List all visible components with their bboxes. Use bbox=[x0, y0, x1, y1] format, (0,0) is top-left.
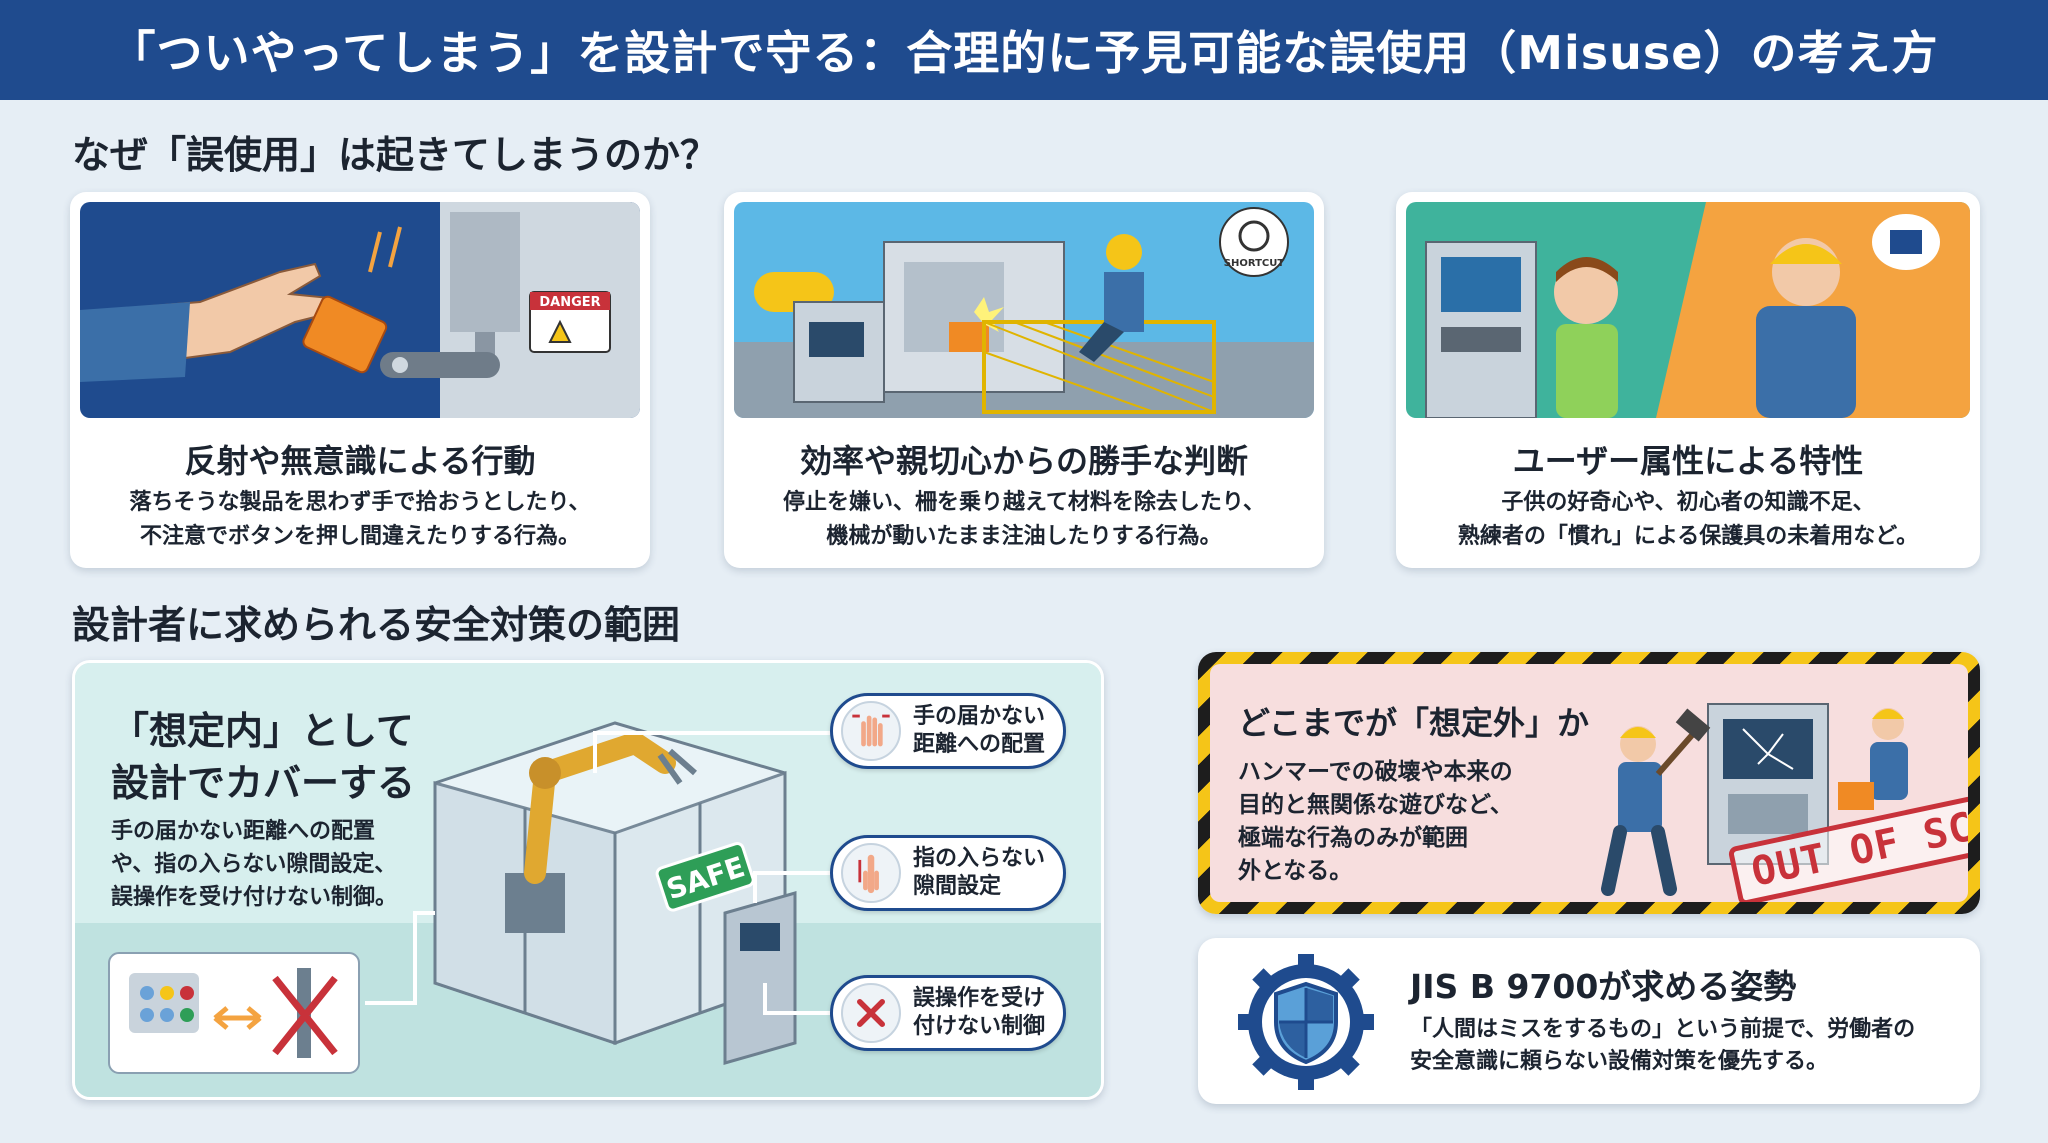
hammer-misuse-illustration bbox=[1601, 703, 1908, 896]
finger-gap-icon bbox=[841, 843, 901, 903]
section-title-why: なぜ「誤使用」は起きてしまうのか？ bbox=[72, 133, 719, 177]
card-title: ユーザー属性による特性 bbox=[1512, 442, 1864, 480]
callout-finger-gap: 指の入らない 隙間設定 bbox=[830, 835, 1066, 911]
page-title: 「ついやってしまう」を設計で守る：合理的に予見可能な誤使用（Misuse）の考え… bbox=[109, 26, 1939, 80]
judgment-illustration: SHORTCUT bbox=[734, 202, 1314, 418]
reflex-illustration: DANGER bbox=[80, 202, 640, 418]
page-header: 「ついやってしまう」を設計で守る：合理的に予見可能な誤使用（Misuse）の考え… bbox=[0, 0, 2048, 100]
jis-description: 「人間はミスをするもの」という前提で、労働者の 安全意識に頼らない設備対策を優先… bbox=[1410, 1017, 1916, 1074]
cross-icon bbox=[841, 983, 901, 1043]
callout-reach-distance: 手の届かない 距離への配置 bbox=[830, 693, 1066, 769]
scope-description: ハンマーでの破壊や本来の 目的と無関係な遊びなど、 極端な行為のみが範囲 外とな… bbox=[1238, 759, 1513, 884]
coverage-description: 手の届かない距離への配置 や、指の入らない隙間設定、 誤操作を受け付けない制御。 bbox=[111, 819, 398, 910]
callout-misoperation-control: 誤操作を受け 付けない制御 bbox=[830, 975, 1066, 1051]
section-title-scope: 設計者に求められる安全対策の範囲 bbox=[72, 603, 681, 647]
card-description: 停止を嫌い、柵を乗り越えて材料を除去したり、 機械が動いたまま注油したりする行為… bbox=[782, 490, 1266, 549]
user-attributes-illustration bbox=[1406, 202, 1970, 418]
svg-text:SHORTCUT: SHORTCUT bbox=[1224, 258, 1285, 269]
card-title: 効率や親切心からの勝手な判断 bbox=[799, 442, 1248, 480]
card-title: 反射や無意識による行動 bbox=[184, 442, 536, 480]
design-coverage-panel: SAFE 「想定内」として 設計でカバーする 手の届かない距離への配置 や、指の… bbox=[72, 660, 1104, 1100]
hand-reach-icon bbox=[841, 701, 901, 761]
jis-title: JIS B 9700が求める姿勢 bbox=[1410, 967, 1797, 1006]
card-description: 落ちそうな製品を思わず手で拾おうとしたり、 不注意でボタンを押し間違えたりする行… bbox=[129, 490, 591, 549]
scope-title: どこまでが「想定外」か bbox=[1238, 704, 1590, 742]
coverage-title: 「想定内」として 設計でカバーする bbox=[111, 709, 416, 805]
card-user-attributes: ユーザー属性による特性 子供の好奇心や、初心者の知識不足、 熟練者の「慣れ」によ… bbox=[1396, 192, 1980, 568]
out-of-scope-panel: どこまでが「想定外」か ハンマーでの破壊や本来の 目的と無関係な遊びなど、 極端… bbox=[1198, 652, 1980, 914]
svg-text:DANGER: DANGER bbox=[539, 295, 600, 310]
card-description: 子供の好奇心や、初心者の知識不足、 熟練者の「慣れ」による保護具の未着用など。 bbox=[1457, 490, 1919, 549]
card-judgment: SHORTCUT 効率や親切心からの勝手な判断 停止を嫌い、柵を乗り越えて材料を… bbox=[724, 192, 1324, 568]
jis-panel: JIS B 9700が求める姿勢 「人間はミスをするもの」という前提で、労働者の… bbox=[1198, 938, 1980, 1104]
shield-gear-icon bbox=[1238, 954, 1374, 1090]
card-reflex: DANGER 反射や無意識による行動 落ちそうな製品を思わず手で拾おうとしたり、… bbox=[70, 192, 650, 568]
